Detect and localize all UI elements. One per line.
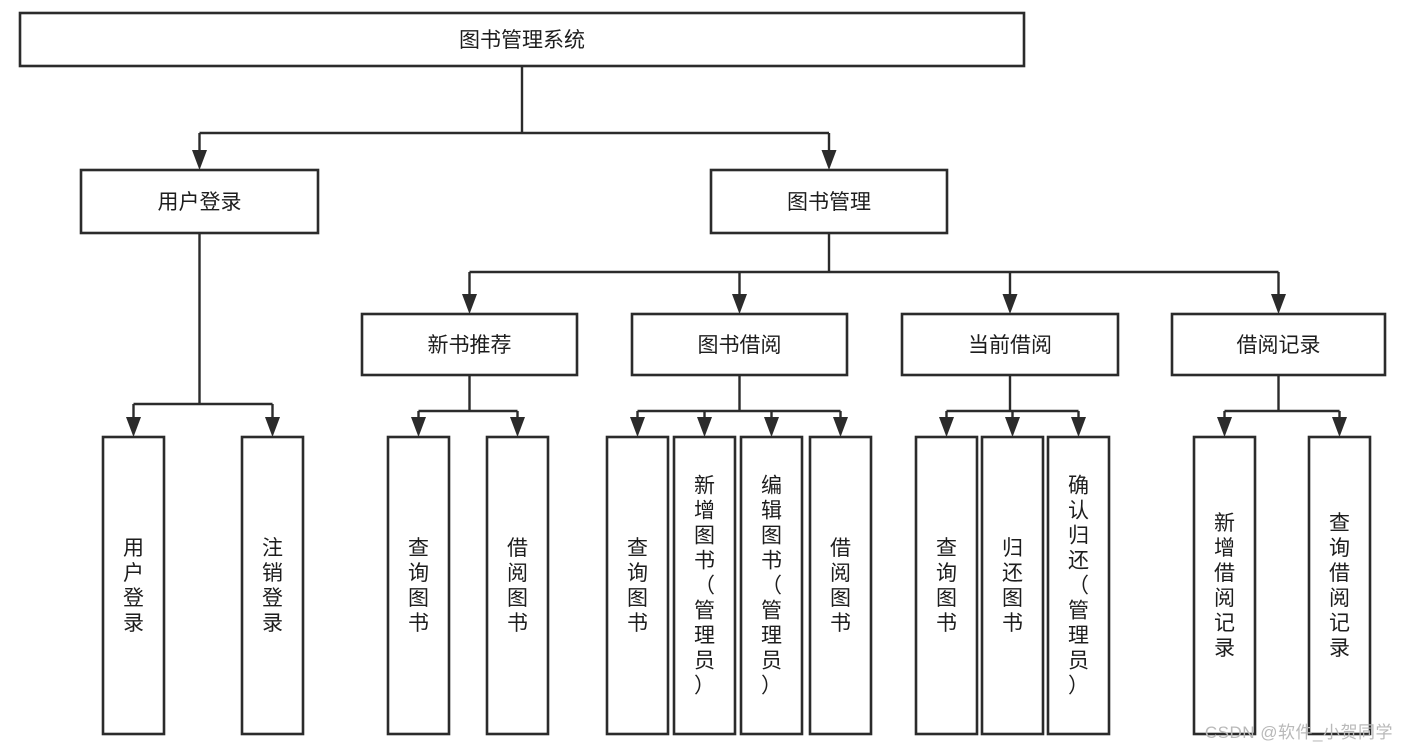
node-new_book_rec[interactable]: 新书推荐 [360,312,579,377]
node-leaf_query_record[interactable]: 查询借阅记录 [1307,435,1372,736]
node-leaf_query_book_rec-rect [386,435,451,736]
node-leaf_query_book_rec-label: 查询图书 [408,537,429,635]
arrow-head-icon [192,150,207,170]
node-leaf_query_book_cb[interactable]: 查询图书 [914,435,979,736]
arrow-head-icon [1002,294,1018,314]
node-leaf_edit_book[interactable]: 编辑图书（管理员） [739,435,804,736]
node-current_borrow-label: 当前借阅 [968,334,1052,357]
node-user_login[interactable]: 用户登录 [79,168,320,235]
node-leaf_logout-rect [240,435,305,736]
node-leaf_edit_book-label: 编辑图书（管理员） [761,475,782,698]
arrow-head-icon [1271,294,1286,314]
node-book_borrow[interactable]: 图书借阅 [630,312,849,377]
arrow-head-icon [510,417,525,437]
node-leaf_query_book_bb-label: 查询图书 [627,537,648,635]
node-leaf_return_book[interactable]: 归还图书 [980,435,1045,736]
node-leaf_query_book_rec[interactable]: 查询图书 [386,435,451,736]
node-leaf_query_book_cb-label: 查询图书 [936,537,957,635]
node-book_manage-label: 图书管理 [787,191,871,214]
arrow-head-icon [764,417,779,437]
node-user_login-rect [79,168,320,235]
node-leaf_borrow_book_bb-rect [808,435,873,736]
node-leaf_user_login[interactable]: 用户登录 [101,435,166,736]
node-user_login-label: 用户登录 [158,191,242,214]
node-leaf_borrow_book_bb-label: 借阅图书 [830,537,851,635]
node-leaf_add_book-label: 新增图书（管理员） [694,475,715,698]
node-current_borrow-rect [900,312,1120,377]
node-leaf_logout[interactable]: 注销登录 [240,435,305,736]
node-leaf_query_record-rect [1307,435,1372,736]
node-book_manage[interactable]: 图书管理 [709,168,949,235]
node-borrow_record-label: 借阅记录 [1237,334,1321,357]
arrow-head-icon [1071,417,1086,437]
node-leaf_add_record-rect [1192,435,1257,736]
node-leaf_confirm_return-rect [1046,435,1111,736]
arrow-head-icon [126,417,141,437]
node-leaf_user_login-label: 用户登录 [123,537,144,635]
arrow-head-icon [1005,417,1020,437]
node-book_borrow-label: 图书借阅 [698,334,782,357]
node-leaf_add_book-rect [672,435,737,736]
node-leaf_query_record-label: 查询借阅记录 [1329,512,1350,660]
node-leaf_query_book_cb-rect [914,435,979,736]
arrow-head-icon [821,150,837,170]
connector-lines [126,66,1347,437]
node-book_manage-rect [709,168,949,235]
arrow-head-icon [1332,417,1347,437]
arrow-head-icon [833,417,848,437]
node-leaf_query_book_bb[interactable]: 查询图书 [605,435,670,736]
arrow-head-icon [462,294,477,314]
arrow-head-icon [939,417,954,437]
node-leaf_user_login-rect [101,435,166,736]
arrow-head-icon [411,417,426,437]
node-root[interactable]: 图书管理系统 [18,11,1026,68]
node-root-label: 图书管理系统 [459,29,585,52]
arrow-head-icon [697,417,712,437]
node-borrow_record-rect [1170,312,1387,377]
arrow-head-icon [1217,417,1232,437]
node-leaf_return_book-rect [980,435,1045,736]
node-book_borrow-rect [630,312,849,377]
node-leaf_confirm_return-label: 确认归还（管理员） [1068,475,1089,698]
node-leaf_borrow_book_bb[interactable]: 借阅图书 [808,435,873,736]
node-current_borrow[interactable]: 当前借阅 [900,312,1120,377]
node-leaf_return_book-label: 归还图书 [1002,537,1023,635]
node-new_book_rec-label: 新书推荐 [428,334,512,357]
node-leaf_borrow_book_rec-label: 借阅图书 [507,537,528,635]
arrow-head-icon [265,417,280,437]
node-leaf_edit_book-rect [739,435,804,736]
node-new_book_rec-rect [360,312,579,377]
node-leaf_add_book[interactable]: 新增图书（管理员） [672,435,737,736]
node-root-rect [18,11,1026,68]
node-leaf_logout-label: 注销登录 [262,537,283,635]
node-borrow_record[interactable]: 借阅记录 [1170,312,1387,377]
node-leaf_add_record[interactable]: 新增借阅记录 [1192,435,1257,736]
node-leaf_add_record-label: 新增借阅记录 [1214,512,1235,660]
node-leaf_borrow_book_rec-rect [485,435,550,736]
arrow-head-icon [732,294,747,314]
arrow-head-icon [630,417,645,437]
node-leaf_confirm_return[interactable]: 确认归还（管理员） [1046,435,1111,736]
node-leaf_query_book_bb-rect [605,435,670,736]
node-leaf_borrow_book_rec[interactable]: 借阅图书 [485,435,550,736]
node-boxes: 图书管理系统用户登录图书管理新书推荐图书借阅当前借阅借阅记录用户登录注销登录查询… [18,11,1387,736]
